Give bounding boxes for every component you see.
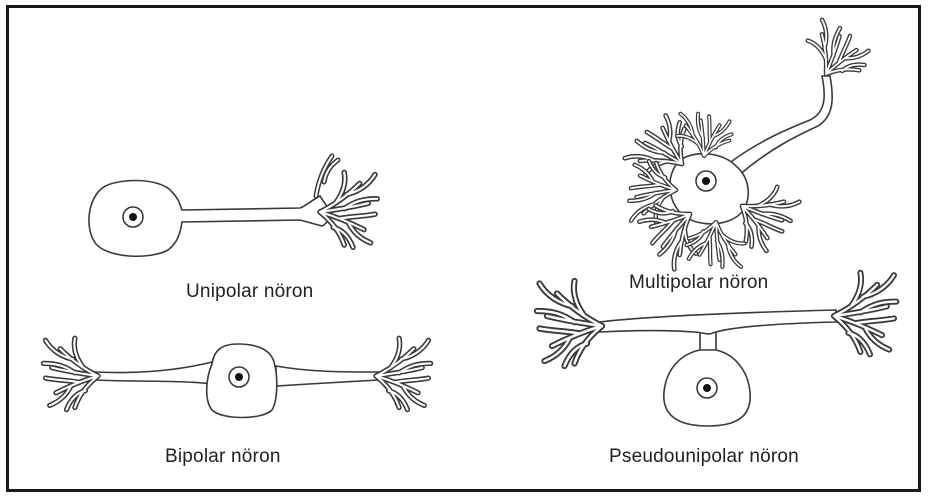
unipolar-neuron <box>89 156 377 256</box>
multipolar-dendrites-top <box>675 112 733 158</box>
pseudounipolar-neuron <box>537 273 896 426</box>
bipolar-process-left <box>95 362 212 384</box>
pseudounipolar-axon <box>600 310 836 334</box>
label-pseudounipolar: Pseudounipolar nöron <box>609 446 799 468</box>
multipolar-dendrites-bottom <box>685 220 746 269</box>
bipolar-left-dendrites <box>43 338 98 409</box>
pseudounipolar-left-terminals <box>537 281 602 366</box>
bipolar-neuron <box>43 338 430 417</box>
bipolar-process-right <box>276 366 378 386</box>
label-multipolar: Multipolar nöron <box>629 272 768 294</box>
multipolar-neuron <box>622 17 874 272</box>
bipolar-right-dendrites <box>376 338 431 409</box>
label-bipolar: Bipolar nöron <box>165 446 281 468</box>
multipolar-axon <box>728 76 832 176</box>
multipolar-axon-terminal <box>798 17 874 88</box>
multipolar-nucleus <box>696 171 716 191</box>
pseudounipolar-nucleus <box>697 378 717 398</box>
bipolar-nucleus <box>229 367 249 387</box>
pseudounipolar-right-terminals <box>834 273 896 355</box>
label-unipolar: Unipolar nöron <box>186 281 313 303</box>
pseudounipolar-stem <box>700 332 716 352</box>
unipolar-nucleus <box>123 207 143 227</box>
unipolar-terminal-dendrites <box>320 172 377 247</box>
